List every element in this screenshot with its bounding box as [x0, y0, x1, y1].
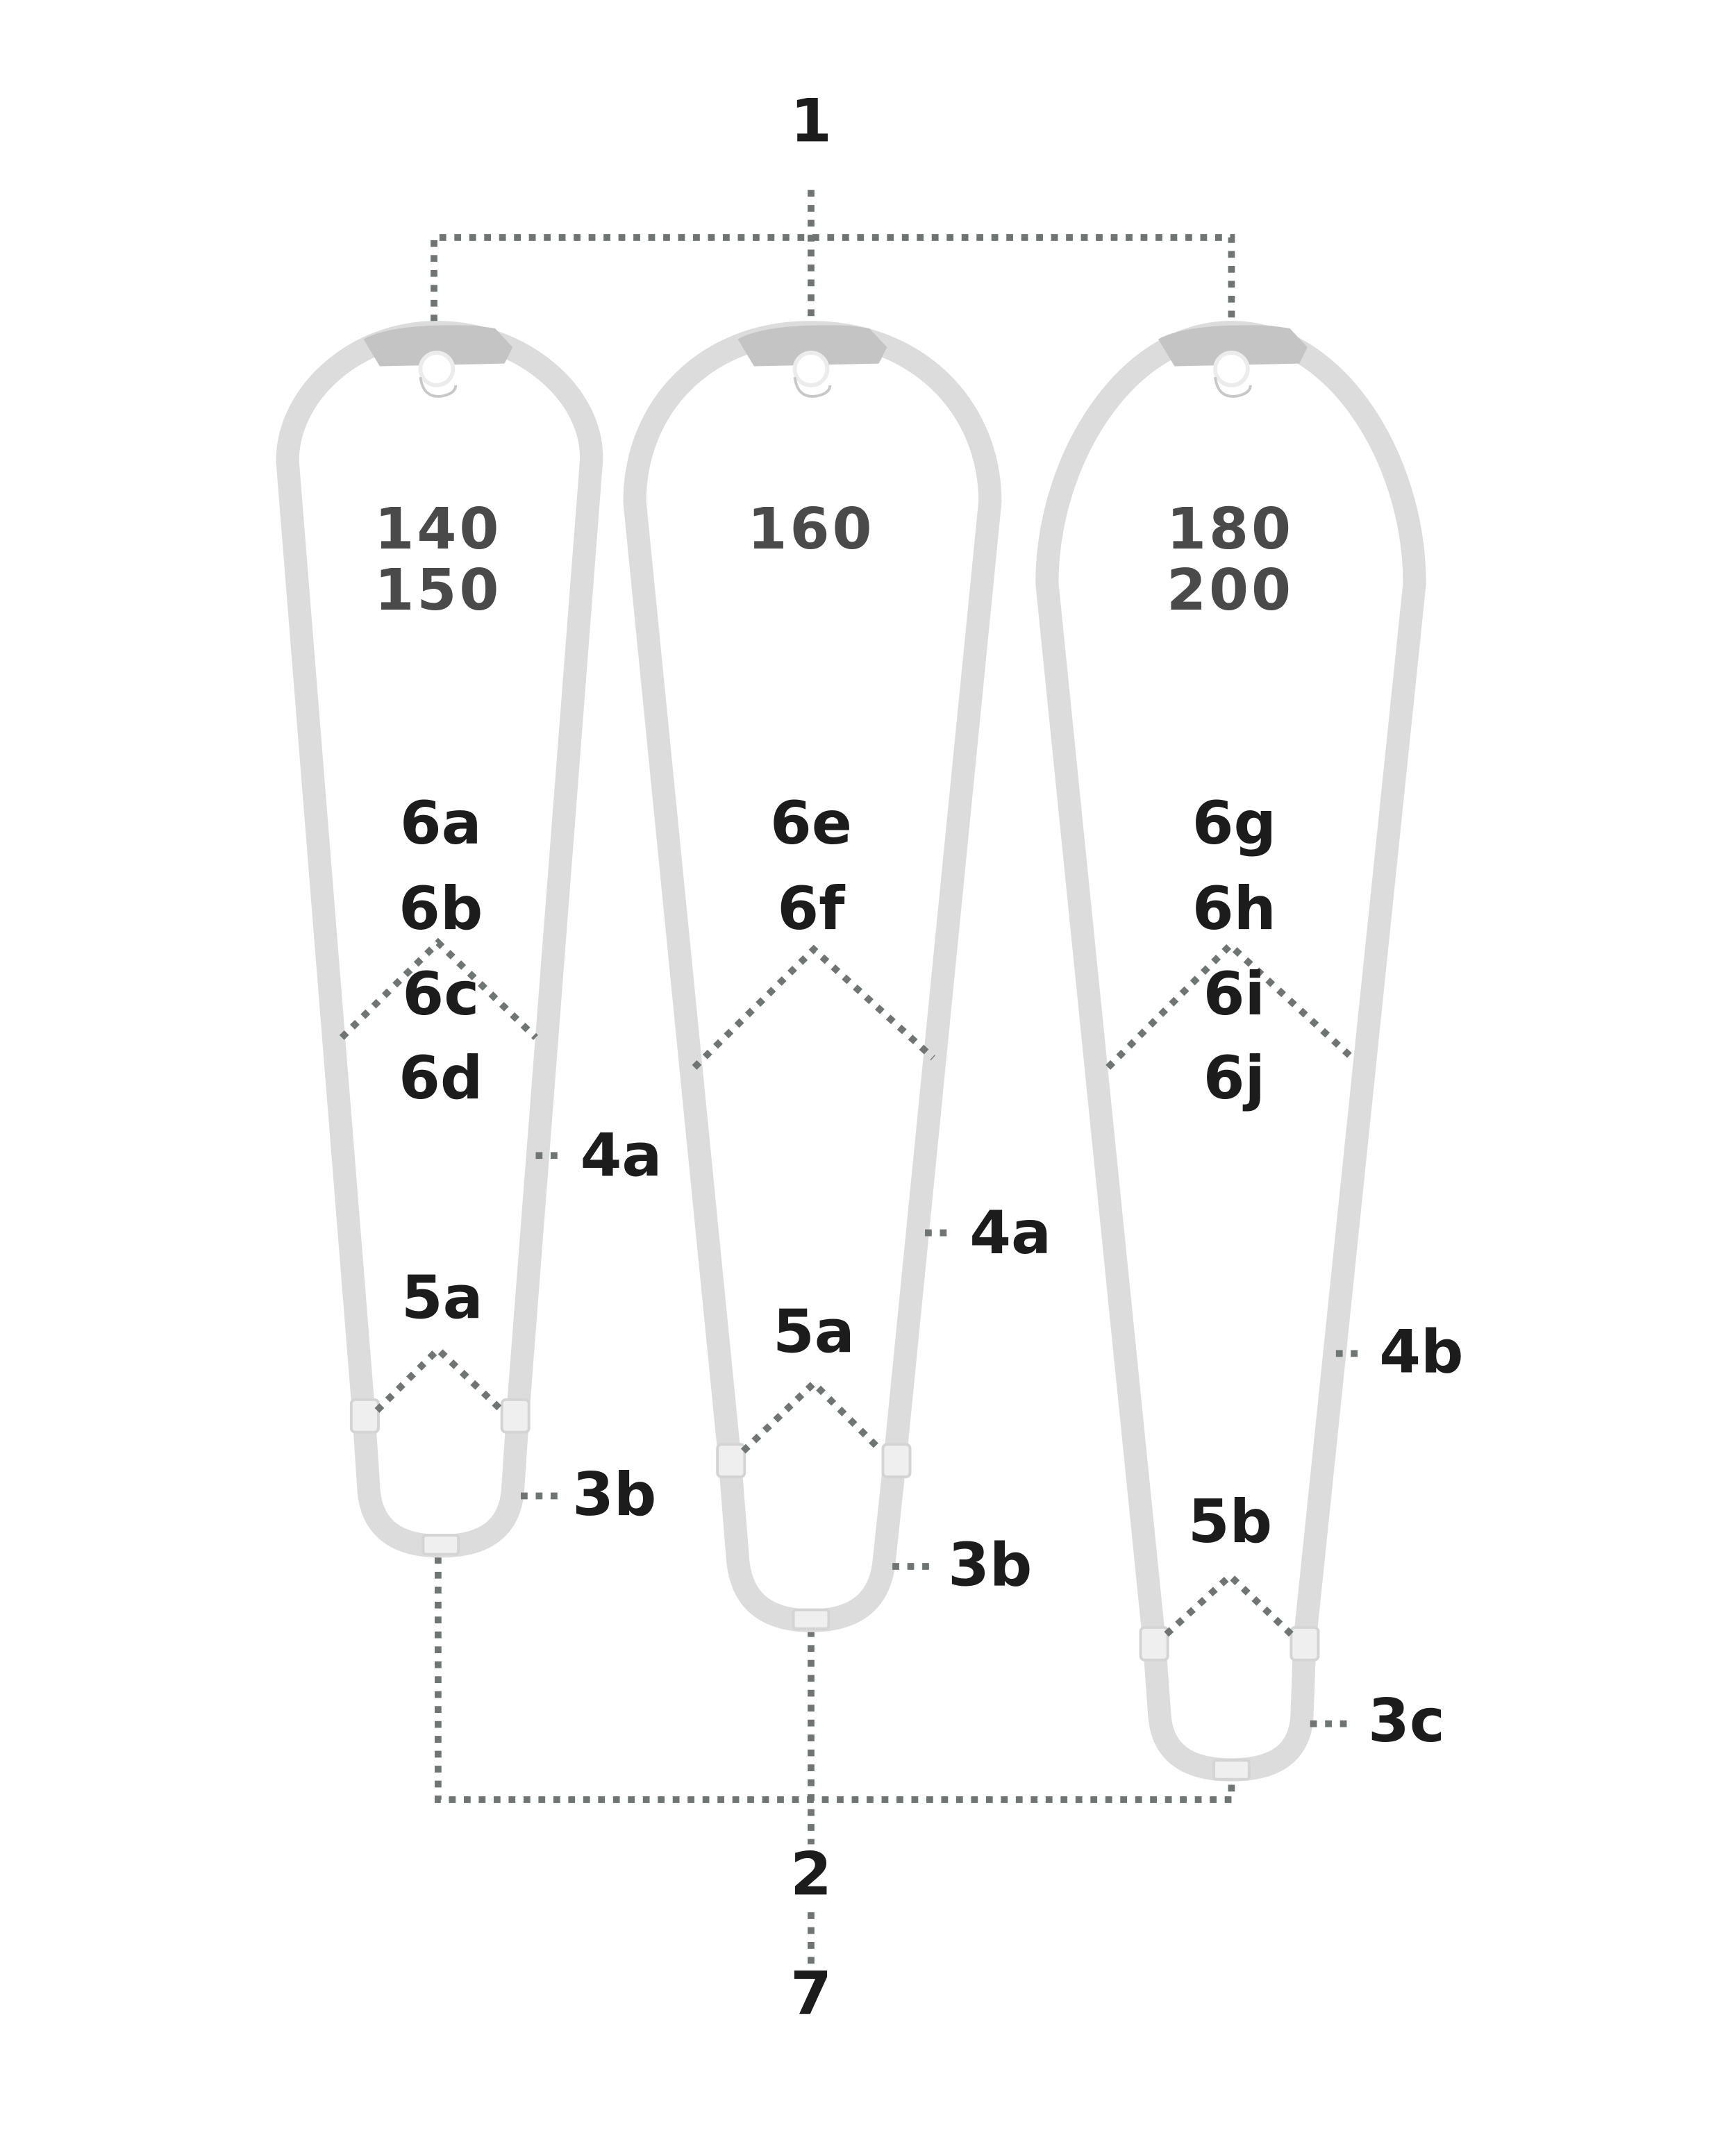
- six-pointer: [692, 944, 936, 1070]
- part-label: 3b: [572, 1460, 656, 1530]
- part-label: 6b: [399, 874, 483, 944]
- head-eyelet-icon: [792, 351, 830, 387]
- connector-lines: [431, 190, 1235, 1967]
- head-eyelet-icon: [418, 351, 456, 387]
- part-label: 6a: [400, 789, 482, 858]
- boom-head-icon: [737, 325, 887, 367]
- part-label: 5a: [401, 1264, 483, 1333]
- boom-head-icon: [1158, 325, 1308, 367]
- clip-right-icon: [881, 1443, 912, 1479]
- boom-2: 160 6e 6f 4a 5a 3b: [623, 321, 1051, 1632]
- part-label: 6f: [777, 874, 846, 944]
- part-label: 6i: [1203, 960, 1265, 1029]
- clip-bottom-icon: [792, 1608, 831, 1630]
- size-label: 160: [748, 496, 875, 562]
- part-label: 6d: [399, 1044, 483, 1113]
- clip-left-icon: [716, 1443, 746, 1479]
- clip-right-icon: [1290, 1625, 1320, 1662]
- part-label: 6h: [1192, 874, 1276, 944]
- clip-bottom-icon: [1212, 1759, 1251, 1781]
- five-pointer: [740, 1378, 884, 1454]
- size-label: 180: [1167, 496, 1294, 562]
- part-label: 6c: [402, 960, 479, 1029]
- five-pointer: [1164, 1571, 1294, 1637]
- size-label: 140: [374, 496, 501, 562]
- size-label: 200: [1167, 558, 1294, 623]
- part-label: 6e: [770, 789, 852, 858]
- bottom-label: 2: [790, 1840, 832, 1909]
- size-label: 150: [374, 558, 501, 623]
- head-hook-icon: [1214, 376, 1252, 398]
- five-pointer: [374, 1344, 505, 1413]
- part-label: 6j: [1203, 1044, 1265, 1113]
- part-label: 5b: [1188, 1487, 1272, 1557]
- six-pointer: [339, 937, 538, 1040]
- clip-left-icon: [1139, 1625, 1169, 1662]
- part-label: 5a: [773, 1297, 855, 1366]
- clip-left-icon: [349, 1398, 380, 1434]
- boom-head-icon: [363, 325, 513, 367]
- clip-bottom-icon: [422, 1534, 460, 1556]
- boom-1: 140 150 6a 6b 6c 6d 4a 5a 3b: [276, 321, 662, 1558]
- part-label: 6g: [1192, 789, 1276, 858]
- part-label: 3b: [948, 1530, 1032, 1600]
- boom-3: 180 200 6g 6h 6i 6j 4b 5b 3c: [1035, 321, 1464, 1782]
- part-label: 3c: [1368, 1687, 1445, 1756]
- head-hook-icon: [419, 376, 458, 398]
- head-eyelet-icon: [1213, 351, 1250, 387]
- part-label: 4a: [969, 1198, 1051, 1268]
- bottom-end-label: 7: [790, 1959, 832, 2029]
- top-connector: [431, 190, 1235, 322]
- top-label: 1: [790, 86, 832, 156]
- part-label: 4a: [581, 1121, 662, 1191]
- head-hook-icon: [793, 376, 832, 398]
- clip-right-icon: [500, 1398, 531, 1434]
- bottom-connector: [434, 1557, 1235, 1845]
- part-label: 4b: [1379, 1318, 1463, 1387]
